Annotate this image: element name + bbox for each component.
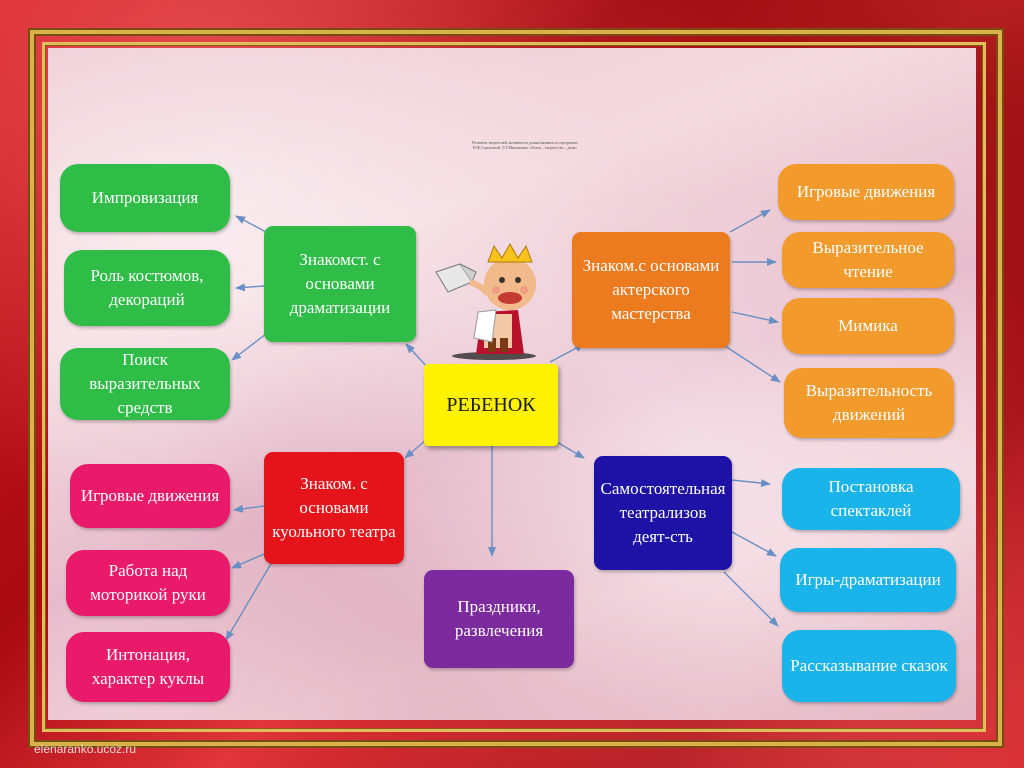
holidays-node: Праздники, развлечения: [424, 570, 574, 668]
center-node: РЕБЕНОК: [424, 364, 558, 446]
dramatization-node: Знакомст. с основами драматизации: [264, 226, 416, 342]
gold-border-outer: [30, 30, 1002, 746]
arrow-ind-tales: [723, 571, 779, 627]
expressive-reading-node: Выразительное чтение: [782, 232, 954, 288]
arrow-puppet-moves: [233, 504, 265, 513]
arrow-acting-moves: [729, 209, 771, 233]
arrow-acting-expr: [721, 343, 781, 383]
intonation-node: Интонация, характер куклы: [66, 632, 230, 702]
arrow-dram-improv: [235, 215, 267, 233]
arrow-ind-staging: [731, 479, 771, 488]
expressive-means-node: Поиск выразительных средств: [60, 348, 230, 420]
mimic-node: Мимика: [782, 298, 954, 354]
puppet-node: Знаком. с основами куольного театра: [264, 452, 404, 564]
acting-moves-node: Игровые движения: [778, 164, 954, 220]
arrow-dram-search: [231, 333, 267, 361]
arrow-puppet-intonation: [225, 561, 273, 641]
arrow-puppet-motor: [231, 553, 265, 569]
arrow-dram-costumes: [235, 283, 265, 292]
puppet-moves-node: Игровые движения: [70, 464, 230, 528]
storytelling-node: Рассказывание сказок: [782, 630, 956, 702]
staging-node: Постановка спектаклей: [782, 468, 960, 530]
arrow-center-to-puppet: [404, 439, 427, 459]
expressive-movements-node: Выразительность движений: [784, 368, 954, 438]
acting-node: Знаком.с основами актерского мастерства: [572, 232, 730, 348]
arrow-acting-mimic: [731, 311, 779, 324]
costumes-node: Роль костюмов, декораций: [64, 250, 230, 326]
motor-skills-node: Работа над моторикой руки: [66, 550, 230, 616]
site-watermark: elenaranko.ucoz.ru: [34, 742, 137, 756]
independent-node: Самостоятельная театрализов деят-сть: [594, 456, 732, 570]
improvisation-node: Импровизация: [60, 164, 230, 232]
arrow-center-to-dramatization: [405, 343, 429, 369]
gold-border-inner: [42, 42, 986, 732]
arrow-ind-games: [731, 531, 777, 557]
dramatization-games-node: Игры-драматизации: [780, 548, 956, 612]
child-reading-book-icon: [435, 242, 536, 360]
small-caption: Развитие творческой активности дошкольни…: [472, 140, 578, 150]
